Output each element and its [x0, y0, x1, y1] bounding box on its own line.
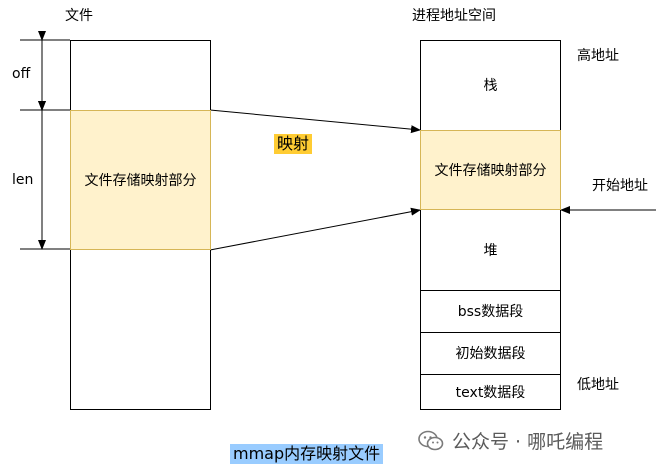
segment-divider [420, 332, 561, 333]
bss-segment: bss数据段 [457, 304, 524, 320]
start-address-label: 开始地址 [592, 178, 648, 194]
file-mapped-section: 文件存储映射部分 [70, 110, 211, 250]
file-title: 文件 [65, 8, 93, 24]
address-mapped-section: 文件存储映射部分 [420, 130, 561, 210]
caption: mmap内存映射文件 [230, 444, 384, 464]
offset-label: off [12, 66, 31, 82]
segment-divider [420, 374, 561, 375]
stack-segment: 栈 [483, 78, 498, 94]
heap-segment: 堆 [483, 243, 498, 259]
watermark-label: 公众号 · 哪吒编程 [452, 431, 604, 453]
address-space-title: 进程地址空间 [412, 8, 496, 24]
wechat-icon [418, 430, 444, 452]
segment-divider [420, 290, 561, 291]
high-address-label: 高地址 [577, 48, 619, 64]
watermark: 公众号 · 哪吒编程 [418, 427, 603, 454]
length-label: len [12, 172, 34, 188]
mapping-arrow-top [209, 109, 421, 134]
low-address-label: 低地址 [577, 377, 619, 393]
address-space-box [420, 40, 561, 410]
text-segment: text数据段 [455, 385, 526, 401]
mapping-arrow-bottom [209, 207, 421, 251]
init-data-segment: 初始数据段 [455, 346, 526, 362]
mapping-label: 映射 [274, 134, 313, 154]
